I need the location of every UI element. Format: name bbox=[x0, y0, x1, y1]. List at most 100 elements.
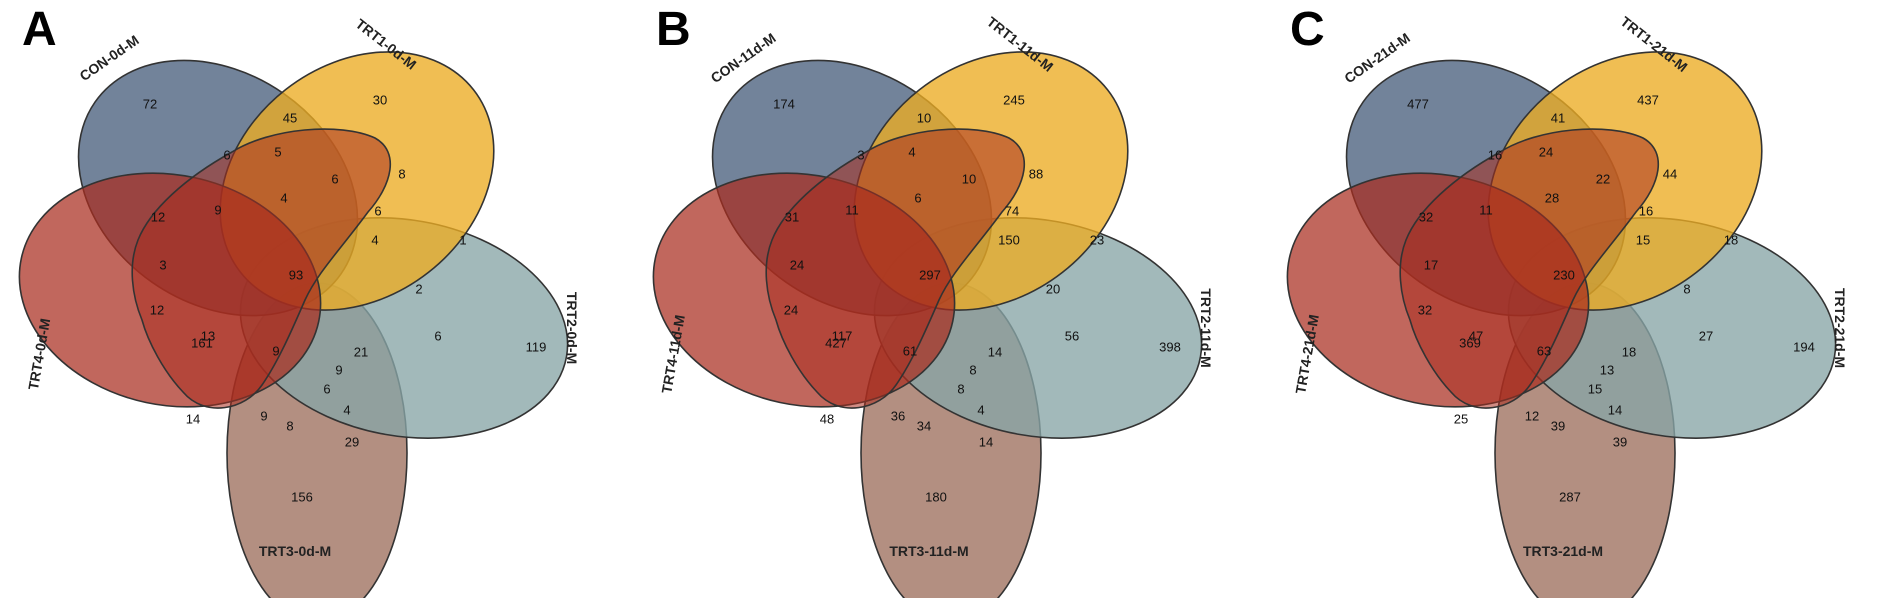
region-count: 39 bbox=[1613, 434, 1627, 449]
trt4-set-label: TRT4-21d-M bbox=[1292, 313, 1322, 395]
region-count: 8 bbox=[969, 362, 976, 377]
region-count: 8 bbox=[1683, 281, 1690, 296]
region-count: 156 bbox=[291, 489, 313, 504]
trt2-set-label: TRT2-0d-M bbox=[564, 292, 580, 364]
region-count: 14 bbox=[1608, 402, 1622, 417]
region-count: 28 bbox=[1545, 190, 1559, 205]
region-count: 22 bbox=[1596, 171, 1610, 186]
region-count: 287 bbox=[1559, 489, 1581, 504]
region-count: 13 bbox=[201, 328, 215, 343]
region-count: 3 bbox=[159, 257, 166, 272]
region-count: 8 bbox=[957, 381, 964, 396]
region-count: 18 bbox=[1724, 232, 1738, 247]
region-count: 63 bbox=[1537, 343, 1551, 358]
trt4-set-label: TRT4-11d-M bbox=[658, 314, 688, 395]
region-count: 16 bbox=[1639, 203, 1653, 218]
region-count: 13 bbox=[1600, 362, 1614, 377]
region-count: 6 bbox=[434, 328, 441, 343]
region-count: 437 bbox=[1637, 92, 1659, 107]
region-count: 93 bbox=[289, 267, 303, 282]
region-count: 10 bbox=[962, 171, 976, 186]
region-count: 180 bbox=[925, 489, 947, 504]
region-count: 41 bbox=[1551, 110, 1565, 125]
region-count: 117 bbox=[832, 328, 853, 343]
trt2-set-label: TRT2-11d-M bbox=[1198, 288, 1214, 367]
region-count: 48 bbox=[820, 411, 834, 426]
region-count: 9 bbox=[260, 408, 267, 423]
region-count: 2 bbox=[415, 281, 422, 296]
trt4-set-core bbox=[765, 128, 1026, 409]
trt4-set-core bbox=[131, 128, 392, 409]
region-count: 18 bbox=[1622, 344, 1636, 359]
region-count: 15 bbox=[1636, 232, 1650, 247]
region-count: 4 bbox=[371, 232, 378, 247]
region-count: 32 bbox=[1418, 302, 1432, 317]
trt3-set-label: TRT3-0d-M bbox=[259, 543, 331, 559]
region-count: 150 bbox=[998, 232, 1020, 247]
region-count: 25 bbox=[1454, 411, 1468, 426]
region-count: 44 bbox=[1663, 166, 1677, 181]
region-count: 34 bbox=[917, 418, 931, 433]
region-count: 32 bbox=[1419, 209, 1433, 224]
region-count: 45 bbox=[283, 110, 297, 125]
region-count: 11 bbox=[845, 202, 859, 217]
region-count: 12 bbox=[151, 209, 165, 224]
region-count: 4 bbox=[280, 190, 287, 205]
region-count: 194 bbox=[1793, 339, 1815, 354]
region-count: 16 bbox=[1488, 147, 1502, 162]
region-count: 61 bbox=[903, 343, 917, 358]
region-count: 14 bbox=[979, 434, 993, 449]
region-count: 427 bbox=[825, 335, 847, 350]
trt4-set-core bbox=[1399, 128, 1660, 409]
panel-letter: A bbox=[22, 3, 57, 56]
region-count: 74 bbox=[1005, 203, 1019, 218]
region-count: 56 bbox=[1065, 328, 1079, 343]
region-count: 9 bbox=[214, 202, 221, 217]
region-count: 20 bbox=[1046, 281, 1060, 296]
region-count: 23 bbox=[1090, 232, 1104, 247]
region-count: 21 bbox=[354, 344, 368, 359]
region-count: 14 bbox=[988, 344, 1002, 359]
region-count: 8 bbox=[398, 166, 405, 181]
trt2-set-label: TRT2-21d-M bbox=[1832, 288, 1848, 368]
region-count: 30 bbox=[373, 92, 387, 107]
region-count: 29 bbox=[345, 434, 359, 449]
region-count: 174 bbox=[773, 96, 795, 111]
trt3-set-label: TRT3-21d-M bbox=[1523, 543, 1603, 559]
region-count: 369 bbox=[1459, 335, 1481, 350]
region-count: 6 bbox=[914, 190, 921, 205]
region-count: 6 bbox=[223, 147, 230, 162]
region-count: 12 bbox=[1525, 408, 1539, 423]
region-count: 245 bbox=[1003, 92, 1025, 107]
region-count: 24 bbox=[790, 257, 804, 272]
region-count: 17 bbox=[1424, 257, 1438, 272]
region-count: 36 bbox=[891, 408, 905, 423]
region-count: 8 bbox=[286, 418, 293, 433]
region-count: 6 bbox=[323, 381, 330, 396]
region-count: 47 bbox=[1469, 328, 1483, 343]
region-count: 161 bbox=[191, 335, 213, 350]
region-count: 31 bbox=[785, 209, 799, 224]
region-count: 11 bbox=[1479, 202, 1493, 217]
region-count: 1 bbox=[459, 232, 466, 247]
region-count: 15 bbox=[1588, 381, 1602, 396]
region-count: 9 bbox=[335, 362, 342, 377]
region-count: 6 bbox=[374, 203, 381, 218]
region-count: 119 bbox=[526, 339, 547, 354]
region-count: 9 bbox=[272, 343, 279, 358]
region-count: 4 bbox=[343, 402, 350, 417]
region-count: 12 bbox=[150, 302, 164, 317]
panel-letter: C bbox=[1290, 3, 1325, 56]
region-count: 24 bbox=[784, 302, 798, 317]
trt4-set-label: TRT4-0d-M bbox=[25, 317, 53, 391]
panel-letter: B bbox=[656, 3, 691, 56]
region-count: 10 bbox=[917, 110, 931, 125]
region-count: 72 bbox=[143, 96, 157, 111]
region-count: 6 bbox=[331, 171, 338, 186]
